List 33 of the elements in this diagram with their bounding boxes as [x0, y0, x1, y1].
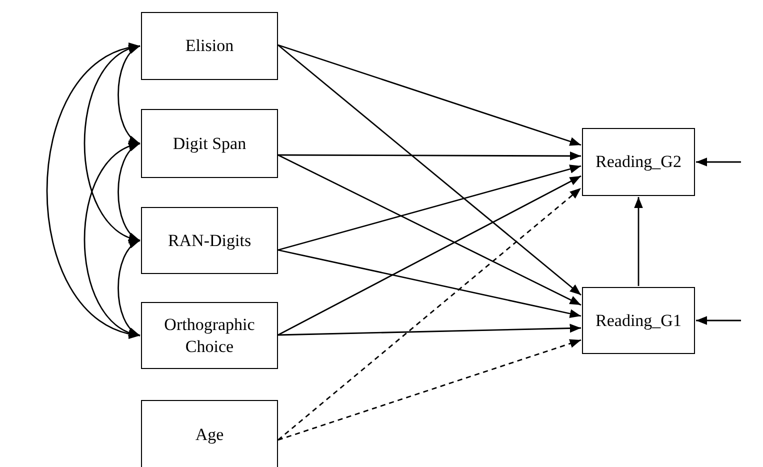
variable-label: Reading_G2 [596, 151, 682, 173]
arrow [118, 45, 140, 144]
arrow [278, 44, 582, 146]
arrow [278, 164, 582, 251]
arrow [278, 151, 581, 160]
dashed-arrow [278, 187, 582, 441]
variable-label: Reading_G1 [596, 310, 682, 332]
variable-box [141, 207, 278, 274]
arrow [84, 142, 140, 336]
arrow [278, 44, 582, 296]
variable-label: RAN-Digits [168, 230, 252, 252]
arrow [278, 175, 582, 336]
arrow [278, 249, 582, 318]
variable-label: Digit Span [172, 132, 246, 154]
arrow [118, 142, 140, 242]
arrow [84, 45, 140, 242]
variable-box [582, 128, 695, 196]
arrow [278, 324, 582, 336]
variable-box [582, 287, 695, 354]
arrow [696, 158, 741, 166]
arrow [634, 197, 643, 286]
variable-label: Orthographic Choice [163, 314, 256, 357]
variable-label: Elision [185, 35, 234, 57]
dashed-arrow [278, 339, 582, 441]
variable-box [141, 12, 278, 80]
arrow [118, 240, 140, 336]
variable-label: Age [195, 424, 224, 446]
variable-box [141, 400, 278, 467]
variable-box [141, 109, 278, 178]
arrow [696, 316, 741, 325]
arrow [278, 154, 582, 306]
arrow [46, 44, 140, 337]
variable-box [141, 302, 278, 369]
